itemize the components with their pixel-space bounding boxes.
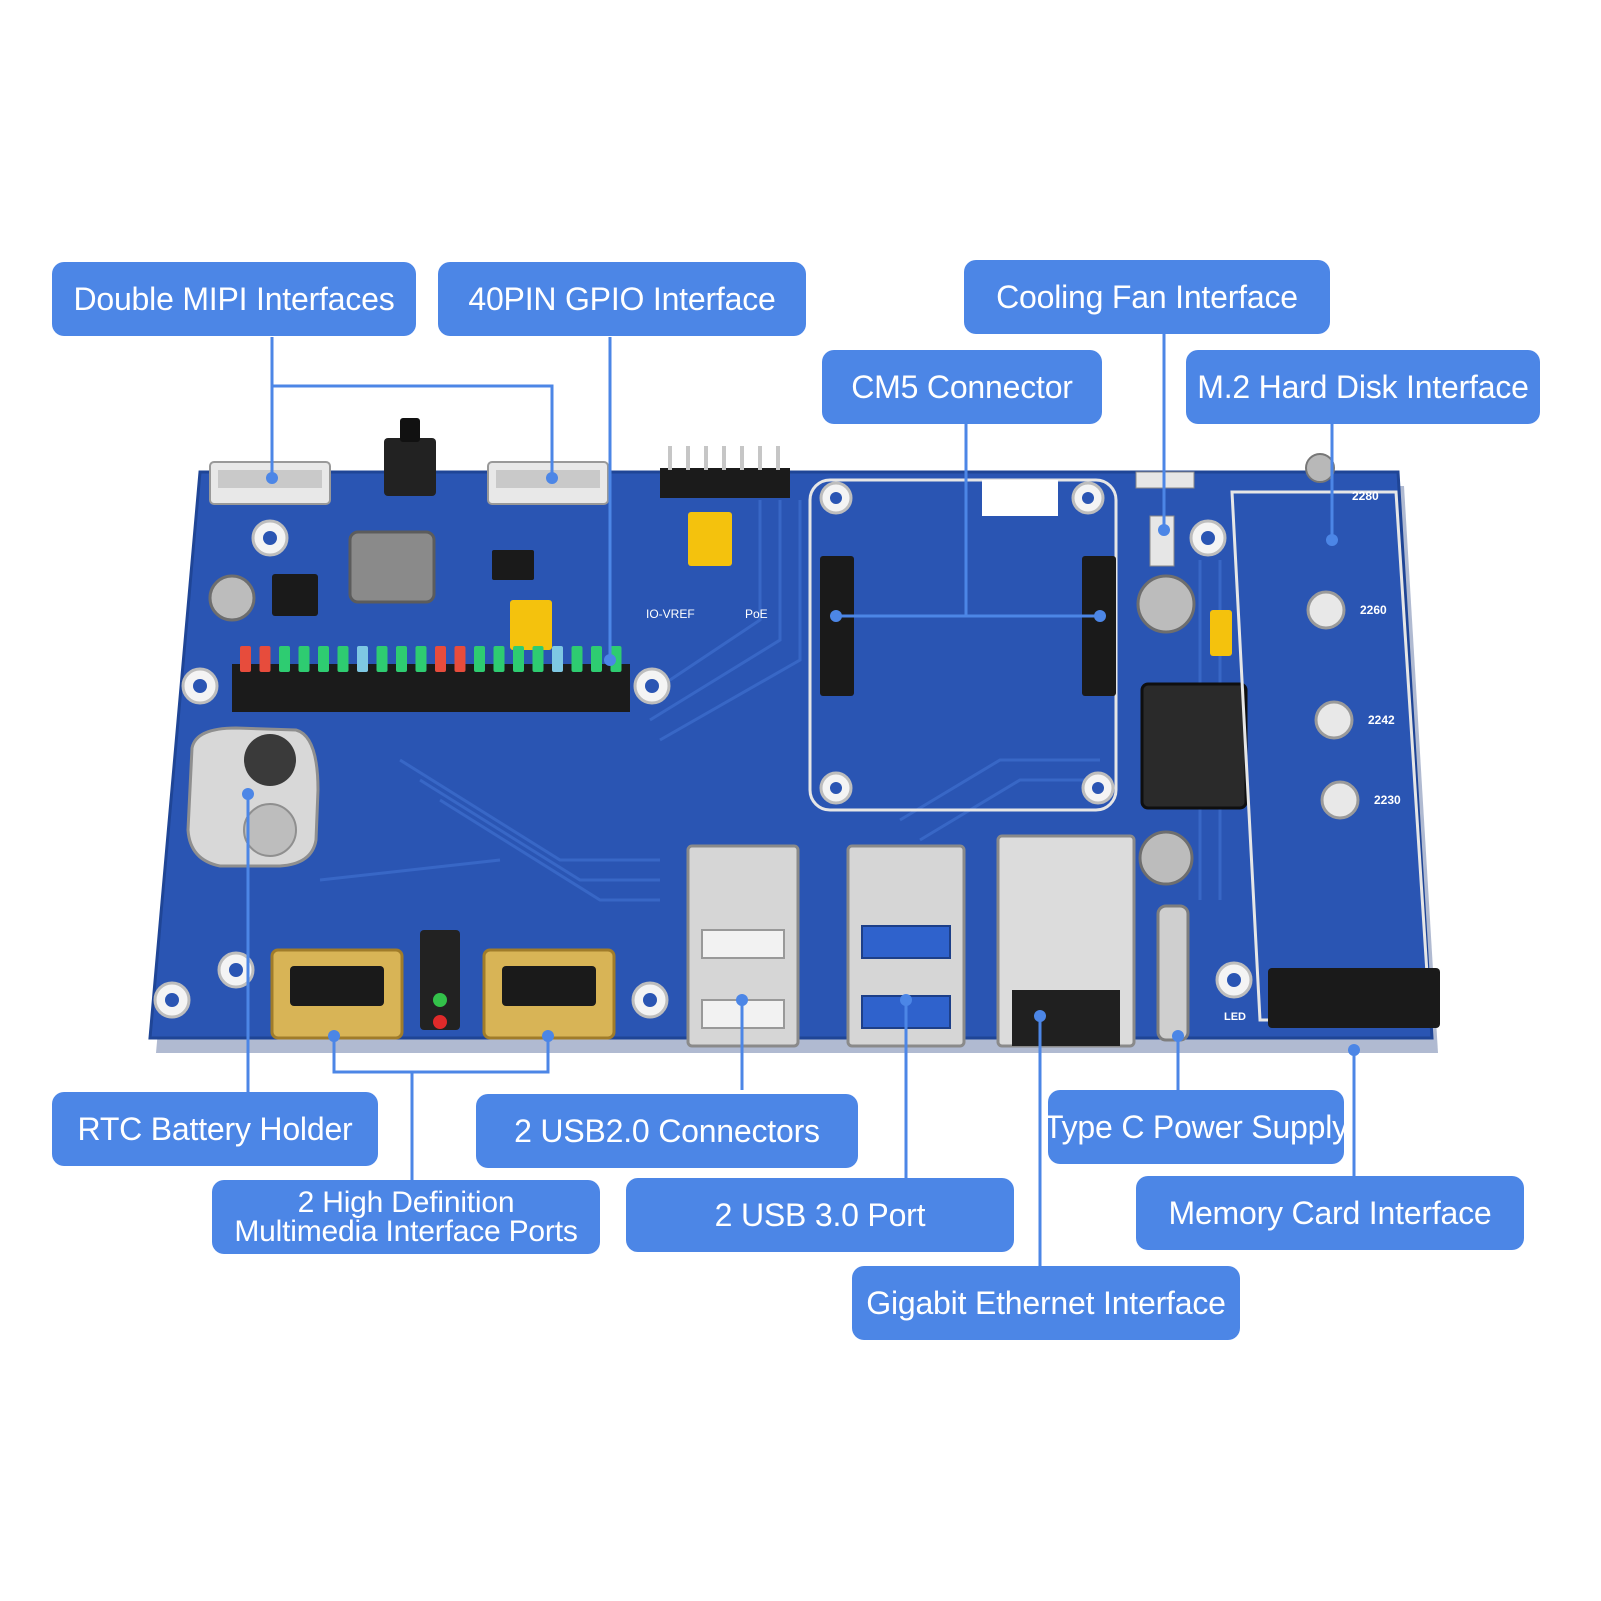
label-type-c-text: Type C Power Supply — [1044, 1109, 1348, 1145]
gpio-pin — [298, 646, 310, 672]
jumper-12v — [1210, 610, 1232, 656]
label-cooling-fan: Cooling Fan Interface — [964, 260, 1330, 334]
usb2-ports — [686, 844, 800, 1048]
gpio-pin — [376, 646, 388, 672]
usb-c-port — [1156, 904, 1190, 1042]
label-memory-card: Memory Card Interface — [1136, 1176, 1524, 1250]
gpio-pin — [493, 646, 505, 672]
gpio-pin — [396, 646, 407, 672]
gpio-pin — [279, 646, 290, 672]
gpio-pin — [610, 646, 622, 672]
label-rtc-battery: RTC Battery Holder — [52, 1092, 378, 1166]
leader-lines — [246, 334, 1356, 1266]
label-memory-card-text: Memory Card Interface — [1168, 1195, 1492, 1231]
ethernet-jack — [996, 834, 1136, 1048]
capacitor — [208, 574, 256, 622]
gpio-pin — [513, 646, 524, 672]
label-m2-disk: M.2 Hard Disk Interface — [1186, 350, 1540, 424]
gpio-pin — [552, 646, 563, 672]
jumper-left — [510, 600, 552, 650]
label-rtc-battery-text: RTC Battery Holder — [77, 1111, 353, 1147]
gpio-pin — [454, 646, 466, 672]
status-leds — [420, 930, 460, 1030]
gpio-pin — [259, 646, 271, 672]
gpio-pin — [240, 646, 251, 672]
hdmi-ports — [270, 948, 616, 1040]
m2-size-2242: 2242 — [1368, 713, 1395, 727]
gpio-pin — [337, 646, 349, 672]
gpio-pin — [357, 646, 368, 672]
label-usb2-text: 2 USB2.0 Connectors — [514, 1113, 820, 1149]
label-cooling-fan-text: Cooling Fan Interface — [996, 279, 1298, 315]
gpio-header — [232, 646, 630, 712]
m2-size-2280: 2280 — [1352, 489, 1379, 503]
power-button — [384, 418, 436, 496]
poe-marking: PoE — [745, 607, 768, 621]
poe-header — [660, 446, 790, 498]
label-m2-disk-text: M.2 Hard Disk Interface — [1197, 369, 1529, 405]
label-hdmi-ports: 2 High Definition Multimedia Interface P… — [212, 1180, 600, 1254]
gpio-pin — [415, 646, 427, 672]
io-vref-marking: IO-VREF — [646, 607, 695, 621]
label-hdmi-line2: Multimedia Interface Ports — [234, 1215, 578, 1248]
power-inductor — [348, 530, 436, 604]
label-usb3: 2 USB 3.0 Port — [626, 1178, 1014, 1252]
transistor — [492, 550, 534, 580]
gpio-pin — [571, 646, 583, 672]
led-marking: LED — [1224, 1011, 1246, 1023]
label-double-mipi: Double MIPI Interfaces — [52, 262, 416, 336]
capacitor-usbc — [1138, 830, 1194, 886]
label-hdmi-line1: 2 High Definition — [297, 1186, 515, 1219]
dc-dc-module — [1140, 682, 1248, 810]
gpio-pin — [532, 646, 544, 672]
regulator-chip — [272, 574, 318, 616]
label-cm5-connector: CM5 Connector — [822, 350, 1102, 424]
m2-slot — [1230, 453, 1440, 1028]
gpio-pin — [591, 646, 602, 672]
m2-size-2260: 2260 — [1360, 603, 1387, 617]
gpio-pin — [474, 646, 485, 672]
leader-dots — [242, 472, 1360, 1056]
label-usb3-text: 2 USB 3.0 Port — [714, 1197, 926, 1233]
cm5-area — [808, 478, 1118, 812]
label-usb2: 2 USB2.0 Connectors — [476, 1094, 858, 1168]
gpio-pin — [318, 646, 329, 672]
label-40pin-gpio: 40PIN GPIO Interface — [438, 262, 806, 336]
label-40pin-gpio-text: 40PIN GPIO Interface — [468, 281, 776, 317]
label-type-c: Type C Power Supply — [1044, 1090, 1348, 1164]
gpio-pin — [435, 646, 446, 672]
m2-size-2230: 2230 — [1374, 793, 1401, 807]
label-cm5-connector-text: CM5 Connector — [851, 369, 1073, 405]
mounting-hole-centers — [165, 492, 1241, 1007]
label-double-mipi-text: Double MIPI Interfaces — [73, 281, 395, 317]
capacitor-fan — [1136, 574, 1196, 634]
label-ethernet-text: Gigabit Ethernet Interface — [866, 1285, 1226, 1321]
jumper-ioref — [688, 512, 732, 566]
label-ethernet: Gigabit Ethernet Interface — [852, 1266, 1240, 1340]
